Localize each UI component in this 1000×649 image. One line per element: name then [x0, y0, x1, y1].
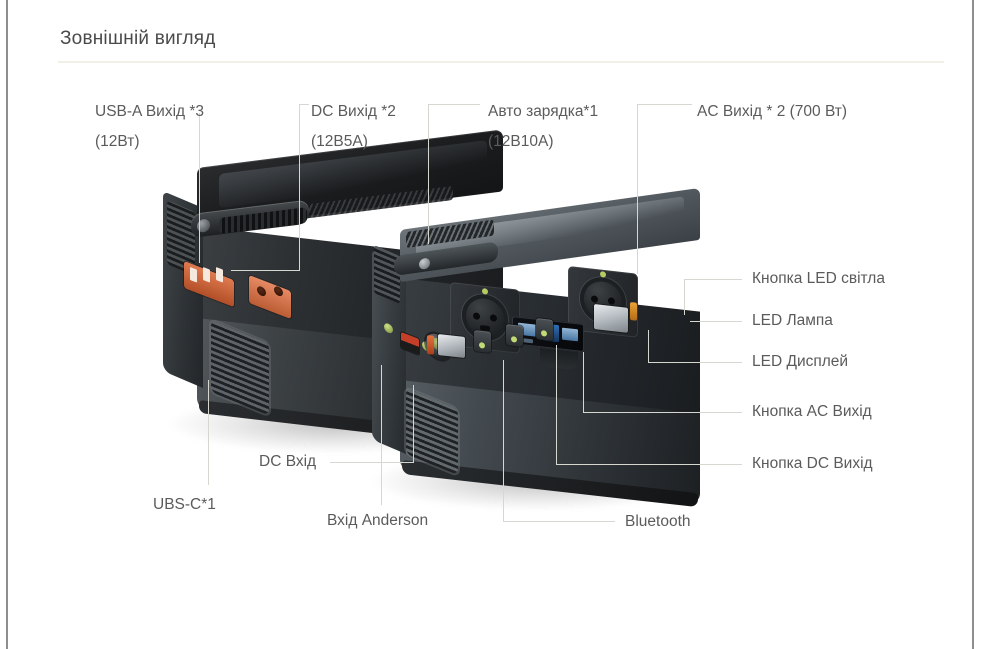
usb-a-port-2 — [203, 267, 210, 283]
callout-led-display: LED Дисплей — [752, 347, 848, 377]
callout-dc-out-button-text: Кнопка DC Вихід — [752, 455, 873, 472]
page-right-border — [972, 0, 974, 649]
callout-usb-a: USB-A Вихід *3 (12Вт) — [95, 97, 204, 157]
leader-bluetooth-v — [503, 360, 504, 522]
callout-dc-out-button: Кнопка DC Вихід — [752, 449, 873, 479]
callout-dc-out: DC Вихід *2 (12В5А) — [311, 97, 396, 157]
leader-ac-button-v — [583, 352, 584, 413]
front-power-station — [372, 187, 702, 508]
page-left-gutter — [0, 0, 6, 649]
callout-usb-c-text: UBS-C*1 — [153, 496, 216, 513]
callout-usb-a-line1: USB-A Вихід *3 — [95, 103, 205, 120]
leader-led-display — [648, 362, 742, 363]
title-divider — [58, 61, 944, 63]
callout-auto-charge-line2: (12В10А) — [488, 133, 554, 150]
callout-ac-out-button: Кнопка AC Вихід — [752, 397, 872, 427]
callout-usb-c: UBS-C*1 — [153, 490, 216, 520]
callout-dc-out-line1: DC Вихід *2 — [311, 103, 396, 120]
leader-ac-out-tick — [637, 104, 692, 105]
leader-auto-charge-tick — [428, 104, 480, 105]
leader-dc-button-v — [556, 345, 557, 465]
leader-auto-charge-v — [428, 104, 429, 244]
callout-ac-out: AC Вихід * 2 (700 Вт) — [697, 97, 847, 127]
leader-dc-out-h — [231, 270, 300, 271]
leader-usb-c — [208, 380, 209, 485]
leader-led-display-v — [648, 330, 649, 363]
leader-ac-out-v — [637, 104, 638, 274]
callout-dc-in-text: DC Вхід — [259, 453, 317, 470]
ac-output-button-indicator — [511, 336, 517, 343]
callout-led-light-button-text: Кнопка LED світла — [752, 270, 885, 287]
led-lamp-switch — [630, 302, 637, 321]
leader-ac-button — [583, 412, 742, 413]
leader-usb-a — [199, 113, 200, 263]
leader-dc-out-tick — [299, 104, 309, 105]
callout-led-lamp-text: LED Лампа — [752, 312, 833, 329]
callout-led-light-button: Кнопка LED світла — [752, 264, 885, 294]
leader-dc-in-v — [413, 385, 414, 463]
usb-a-port-3 — [216, 267, 223, 283]
dc-output-button-indicator — [541, 330, 547, 337]
page-right-gutter — [974, 0, 1000, 649]
callout-auto-charge-line1: Авто зарядка*1 — [488, 103, 599, 120]
ac-socket-2-led — [600, 271, 606, 278]
ac-socket-1-led — [482, 288, 488, 295]
led-light-module — [438, 334, 465, 359]
display-digits-2 — [562, 327, 578, 342]
usb-a-port-1 — [190, 267, 197, 283]
callout-anderson-text: Вхід Anderson — [327, 512, 429, 529]
leader-dc-button — [556, 464, 742, 465]
led-lamp-module — [594, 304, 628, 333]
leader-dc-in — [330, 462, 414, 463]
leader-dc-out-v — [299, 104, 300, 270]
leader-led-light-button — [684, 279, 742, 280]
callout-auto-charge: Авто зарядка*1 (12В10А) — [488, 97, 598, 157]
leader-led-light-button-v — [684, 279, 685, 315]
leader-bluetooth — [503, 521, 615, 522]
callout-anderson: Вхід Anderson — [327, 506, 428, 536]
page-left-border — [6, 0, 8, 649]
leader-led-lamp — [690, 321, 742, 322]
callout-dc-out-line2: (12В5А) — [311, 133, 368, 150]
led-light-button-indicator — [479, 342, 485, 349]
callout-led-display-text: LED Дисплей — [752, 353, 849, 370]
callout-ac-out-button-text: Кнопка AC Вихід — [752, 403, 872, 420]
callout-bluetooth-text: Bluetooth — [625, 513, 691, 530]
callout-dc-in: DC Вхід — [259, 447, 316, 477]
led-light-switch — [427, 335, 434, 355]
page-title: Зовнішній вигляд — [60, 28, 216, 49]
leader-anderson — [381, 365, 382, 505]
callout-usb-a-line2: (12Вт) — [95, 133, 140, 150]
callout-led-lamp: LED Лампа — [752, 306, 833, 336]
callout-ac-out-line1: AC Вихід * 2 (700 Вт) — [697, 103, 848, 120]
callout-bluetooth: Bluetooth — [625, 507, 691, 537]
